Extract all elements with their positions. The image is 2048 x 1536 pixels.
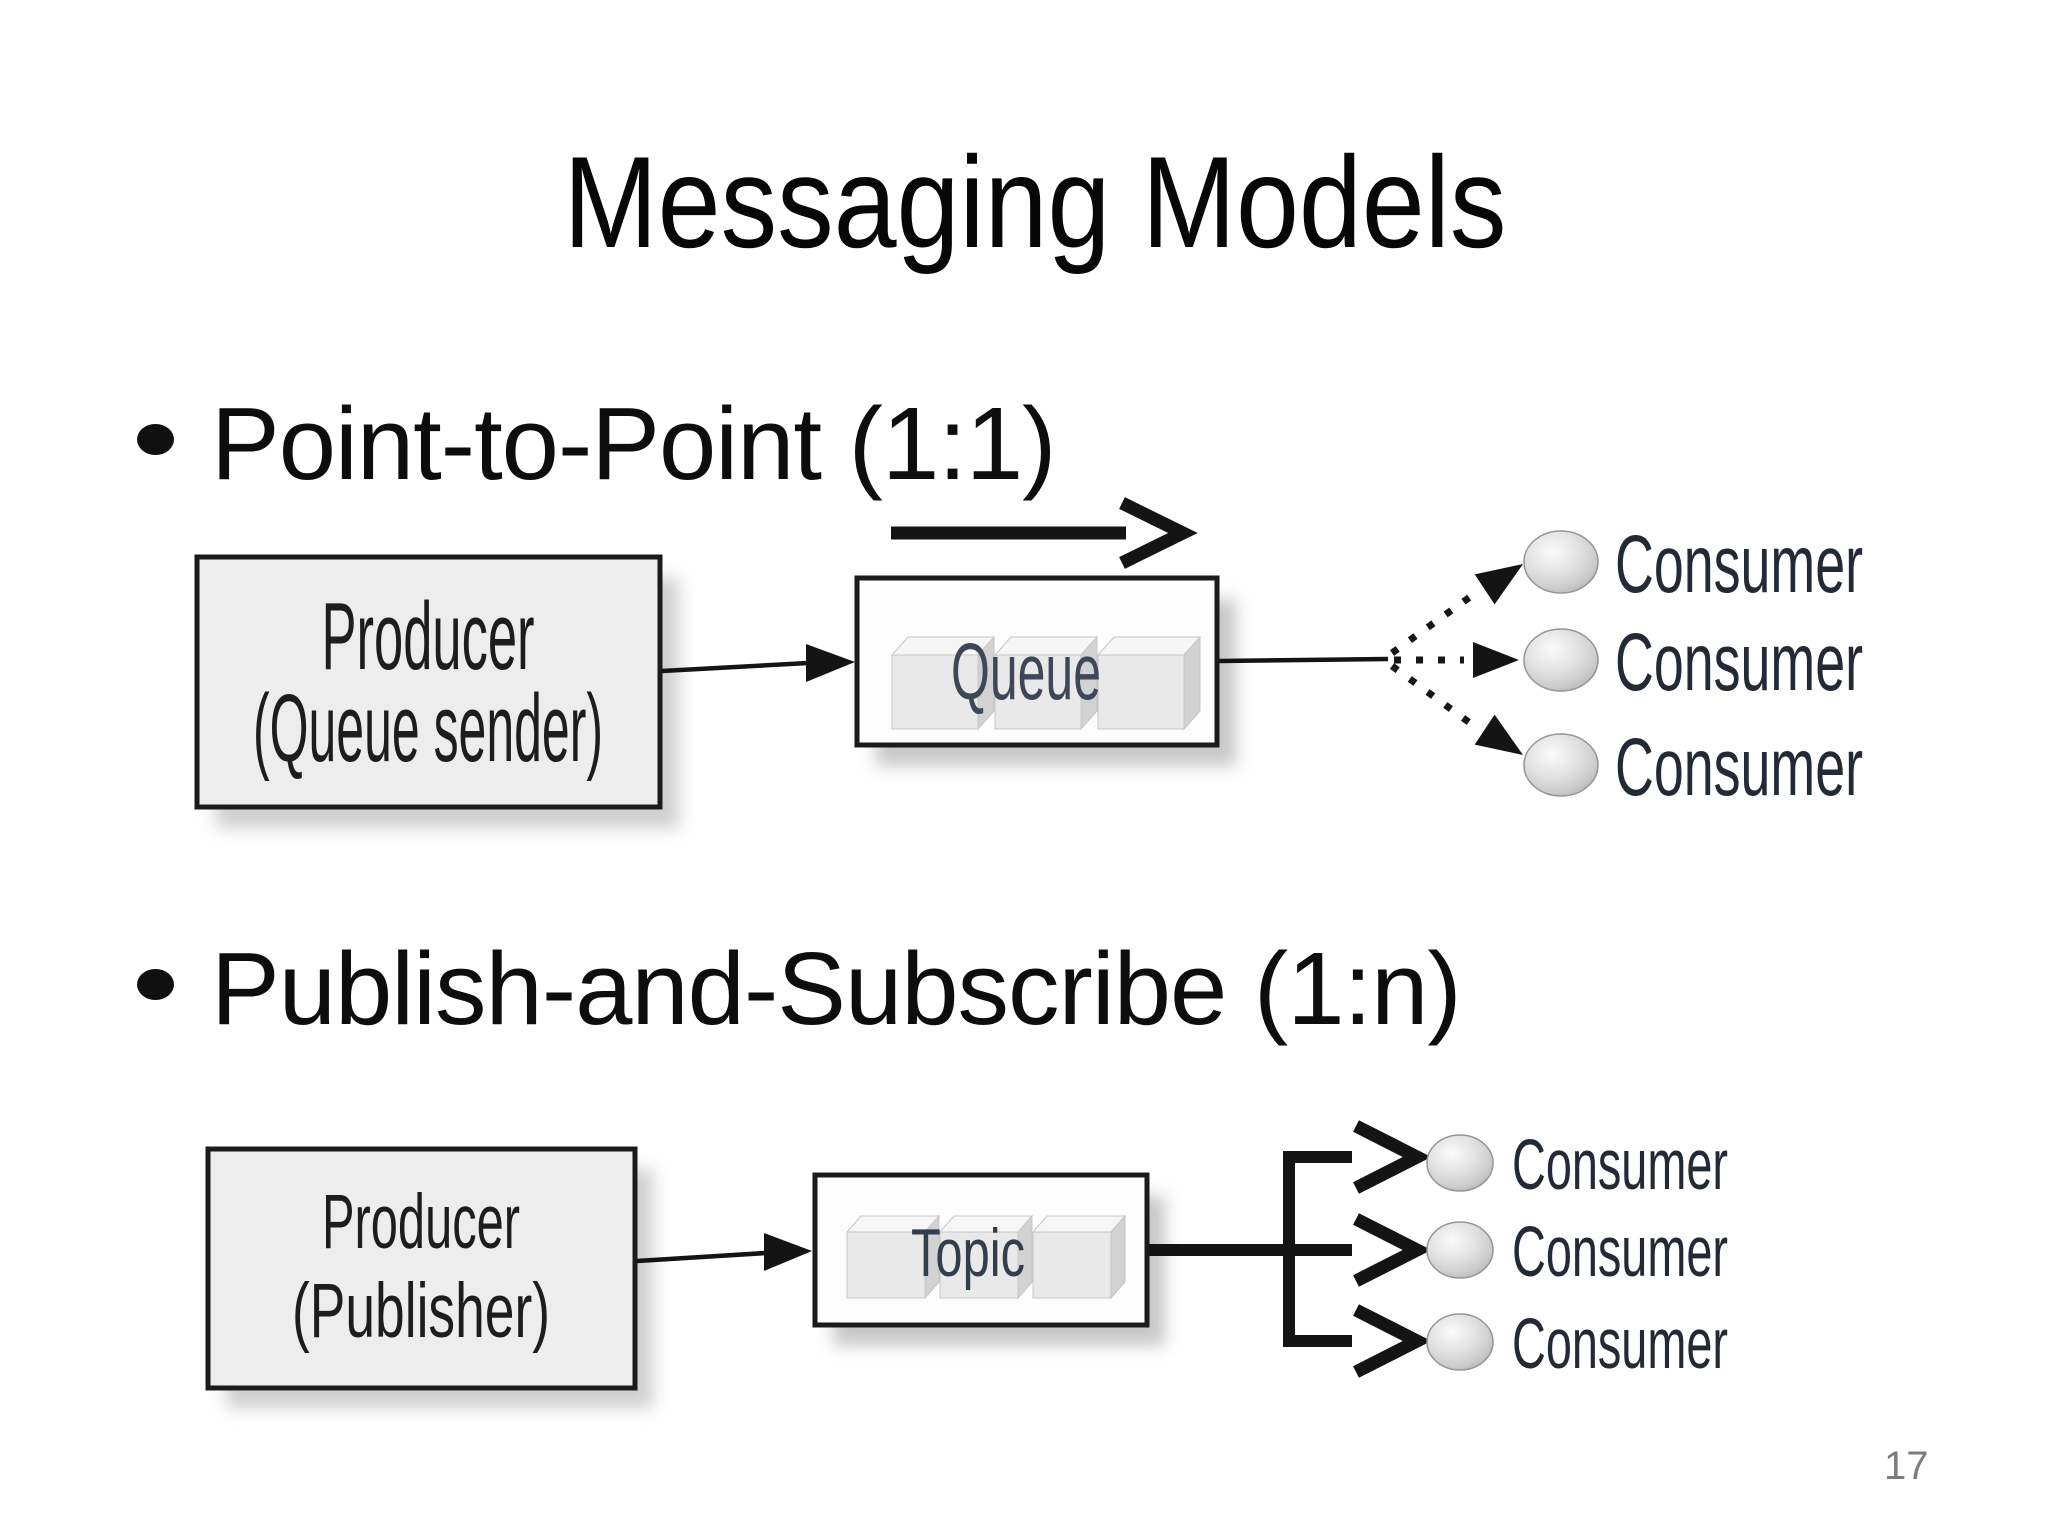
bullet-label: Publish-and-Subscribe (1:n) [211, 931, 1462, 1046]
fanout-bracket [1283, 1151, 1352, 1347]
producer-label-line1: Producer [322, 583, 535, 690]
arrowhead-icon [1353, 1213, 1432, 1287]
consumer-sphere-icon [1426, 1134, 1494, 1192]
flow-direction-arrow-icon [891, 497, 1198, 569]
consumer-label: Consumer [1512, 1213, 1728, 1292]
consumers: Consumer Consumer Consumer [1523, 519, 1863, 813]
bullet-point-to-point: Point-to-Point (1:1) [137, 380, 1056, 509]
dashed-arrows-to-consumers [1389, 564, 1523, 755]
message-cube-icon [938, 1214, 1034, 1300]
producer-label-line2: (Queue sender) [253, 675, 603, 782]
consumer-label: Consumer [1512, 1126, 1728, 1205]
consumer-sphere-icon [1523, 628, 1599, 692]
consumer-sphere-icon [1523, 733, 1599, 797]
dashed-arrow [1389, 663, 1473, 726]
message-cube-icon [1031, 1214, 1127, 1300]
producer-label-line2: (Publisher) [292, 1268, 550, 1354]
page-title-text: Messaging Models [563, 129, 1507, 275]
bullet-label: Point-to-Point (1:1) [211, 386, 1056, 501]
consumer-sphere-icon [1523, 530, 1599, 594]
page-title: Messaging Models [0, 128, 2048, 278]
producer-label-line1: Producer [322, 1179, 520, 1265]
arrowhead-icon [1474, 714, 1523, 755]
arrowhead-icon [806, 644, 855, 682]
arrowhead-icon [1353, 1120, 1432, 1194]
message-cube-icon [845, 1214, 941, 1300]
publish-subscribe-diagram: Producer (Publisher) [205, 1120, 1728, 1408]
arrowhead-icon [1474, 564, 1523, 605]
producer-to-queue-arrow [661, 644, 855, 682]
queue-to-consumers-line [1218, 656, 1389, 664]
message-cube-icon [890, 635, 996, 731]
producer-to-topic-arrow [636, 1233, 812, 1271]
arrowhead-icon [1353, 1304, 1432, 1378]
topic-label: Topic [911, 1215, 1025, 1291]
queue-message-cubes [890, 635, 1202, 731]
arrowhead-icon [1473, 642, 1519, 678]
arrowhead-icon [764, 1233, 812, 1271]
topic-fanout-arrows [1149, 1120, 1432, 1378]
consumer-label: Consumer [1615, 519, 1863, 610]
point-to-point-diagram: Producer (Queue sender) [194, 497, 1863, 828]
consumer-label: Consumer [1615, 617, 1863, 708]
topic-message-cubes [845, 1214, 1127, 1300]
bullet-publish-subscribe: Publish-and-Subscribe (1:n) [137, 925, 1462, 1054]
producer-publisher-box [205, 1146, 638, 1391]
producer-queue-sender-box [194, 554, 663, 810]
bullet-dot-icon [137, 424, 174, 455]
consumer-sphere-icon [1426, 1313, 1494, 1371]
consumer-sphere-icon [1426, 1221, 1494, 1279]
message-cube-icon [993, 635, 1099, 731]
bullet-dot-icon [137, 969, 174, 1000]
dashed-arrow [1389, 594, 1473, 656]
consumer-label: Consumer [1512, 1305, 1728, 1384]
message-cube-icon [1096, 635, 1202, 731]
consumer-label: Consumer [1615, 722, 1863, 813]
queue-label: Queue [951, 627, 1101, 716]
page-number: 17 [1884, 1444, 1929, 1488]
consumers: Consumer Consumer Consumer [1426, 1126, 1728, 1384]
